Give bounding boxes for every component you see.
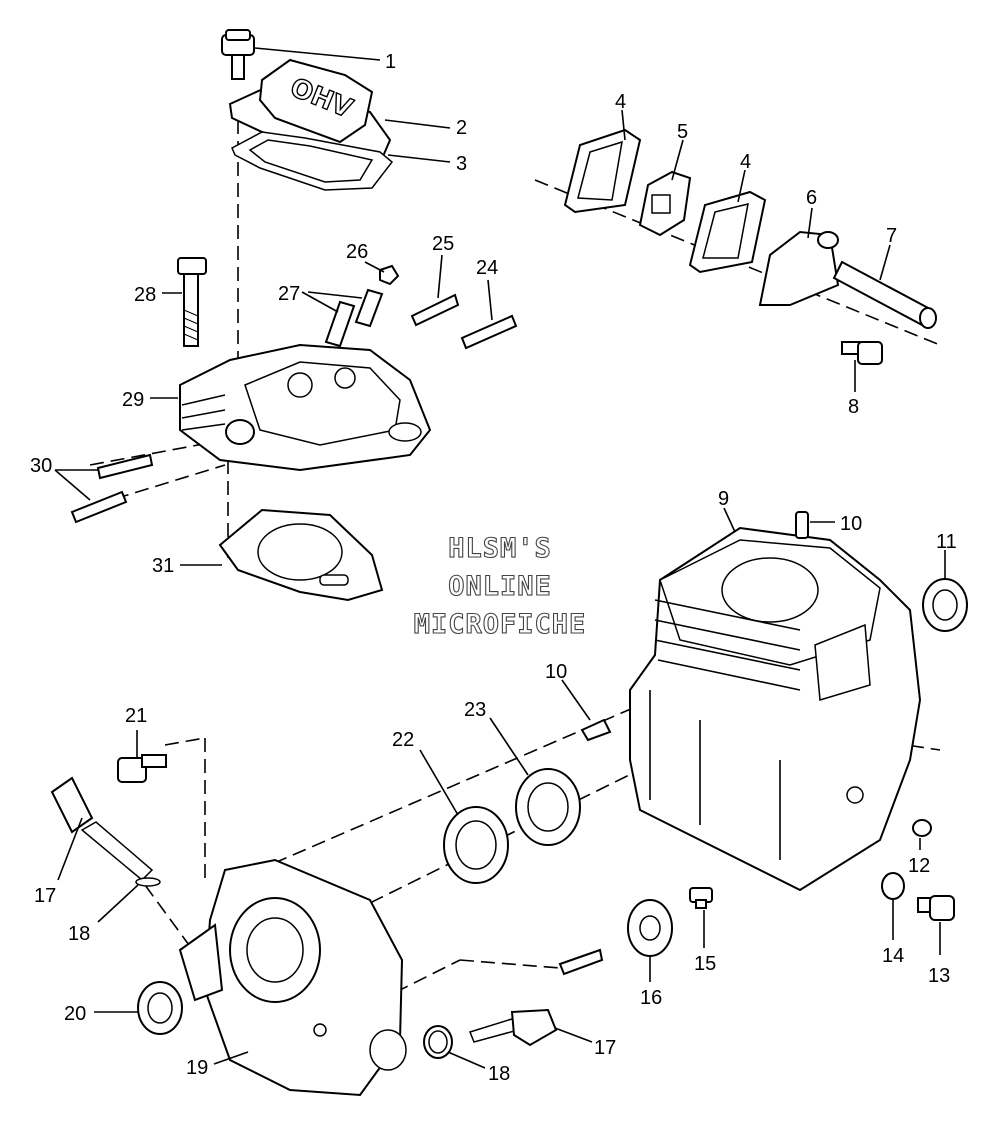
part-17-dipstick-right xyxy=(469,1008,558,1047)
part-24-stud xyxy=(460,314,518,350)
callout-22: 22 xyxy=(392,729,414,751)
leader-lines xyxy=(54,47,946,1069)
part-15-bolt xyxy=(689,887,713,909)
callout-28: 28 xyxy=(134,284,156,306)
callout-18: 18 xyxy=(68,923,90,945)
callout-31: 31 xyxy=(152,555,174,577)
callout-16: 16 xyxy=(640,987,662,1009)
part-3-gasket xyxy=(231,131,394,191)
part-31-head-gasket xyxy=(218,508,384,602)
callout-5: 5 xyxy=(677,121,688,143)
watermark: HLSM'S ONLINE MICROFICHE xyxy=(413,532,587,640)
part-16-governor-gear xyxy=(627,899,673,957)
part-30-studs xyxy=(70,453,154,524)
callout-24: 24 xyxy=(476,257,498,279)
part-20-oil-seal xyxy=(137,981,183,1035)
callout-3: 3 xyxy=(456,153,467,175)
part-26-nut xyxy=(379,264,400,286)
watermark-line-2: ONLINE xyxy=(448,571,552,602)
callout-23: 23 xyxy=(464,699,486,721)
callout-1: 1 xyxy=(385,51,396,73)
part-18-o-ring-left xyxy=(135,877,161,887)
callout-12: 12 xyxy=(908,855,930,877)
part-5-insulator xyxy=(638,170,692,237)
callout-10b: 10 xyxy=(545,661,567,683)
callout-20: 20 xyxy=(64,1003,86,1025)
callout-30: 30 xyxy=(30,455,52,477)
part-10-pin-top xyxy=(795,511,809,539)
part-18-o-ring-right xyxy=(423,1025,453,1059)
callout-4: 4 xyxy=(615,91,626,113)
part-21-plug xyxy=(117,754,167,783)
callout-19: 19 xyxy=(186,1057,208,1079)
callout-29: 29 xyxy=(122,389,144,411)
part-22-bearing xyxy=(443,806,509,884)
callout-11: 11 xyxy=(936,531,957,553)
callout-18b: 18 xyxy=(488,1063,510,1085)
part-25-stud xyxy=(410,293,460,327)
part-6-intake-adapter xyxy=(758,230,840,306)
part-28-bolt xyxy=(177,257,207,347)
part-23-bearing xyxy=(515,768,581,846)
part-4-gasket-a xyxy=(563,128,642,214)
callout-8: 8 xyxy=(848,396,859,418)
callout-26: 26 xyxy=(346,241,368,263)
part-4-gasket-b xyxy=(688,190,767,274)
callout-27: 27 xyxy=(278,283,300,305)
callout-17b: 17 xyxy=(594,1037,616,1059)
callout-7: 7 xyxy=(886,225,897,247)
callout-13: 13 xyxy=(928,965,950,987)
part-29-cylinder-head xyxy=(179,343,432,472)
part-27-guides xyxy=(324,288,384,348)
watermark-line-1: HLSM'S xyxy=(448,533,552,564)
callout-14: 14 xyxy=(882,945,904,967)
part-1-bolt xyxy=(221,29,255,80)
watermark-line-3: MICROFICHE xyxy=(414,609,587,640)
part-12-plug xyxy=(912,819,932,837)
part-9-crankcase xyxy=(629,526,922,892)
part-19-crankcase-cover xyxy=(178,858,407,1097)
part-14-washer xyxy=(881,872,905,900)
callout-17: 17 xyxy=(34,885,56,907)
part-17-dipstick-left xyxy=(50,776,154,882)
callout-6: 6 xyxy=(806,187,817,209)
callout-labels: 1 2 3 4 5 4 6 7 8 9 10 11 10 12 13 14 15… xyxy=(30,51,957,1085)
callout-4b: 4 xyxy=(740,151,751,173)
callout-15: 15 xyxy=(694,953,716,975)
part-7-tube xyxy=(832,260,937,329)
callout-21: 21 xyxy=(125,705,147,727)
part-8-bolt xyxy=(841,341,883,365)
callout-9: 9 xyxy=(718,488,729,510)
governor-shaft xyxy=(558,948,604,976)
callout-25: 25 xyxy=(432,233,454,255)
part-10-pin-left xyxy=(580,718,612,742)
part-11-oil-seal xyxy=(922,578,968,632)
callout-2: 2 xyxy=(456,117,467,139)
callout-10: 10 xyxy=(840,513,862,535)
part-13-drain-plug xyxy=(917,895,955,921)
